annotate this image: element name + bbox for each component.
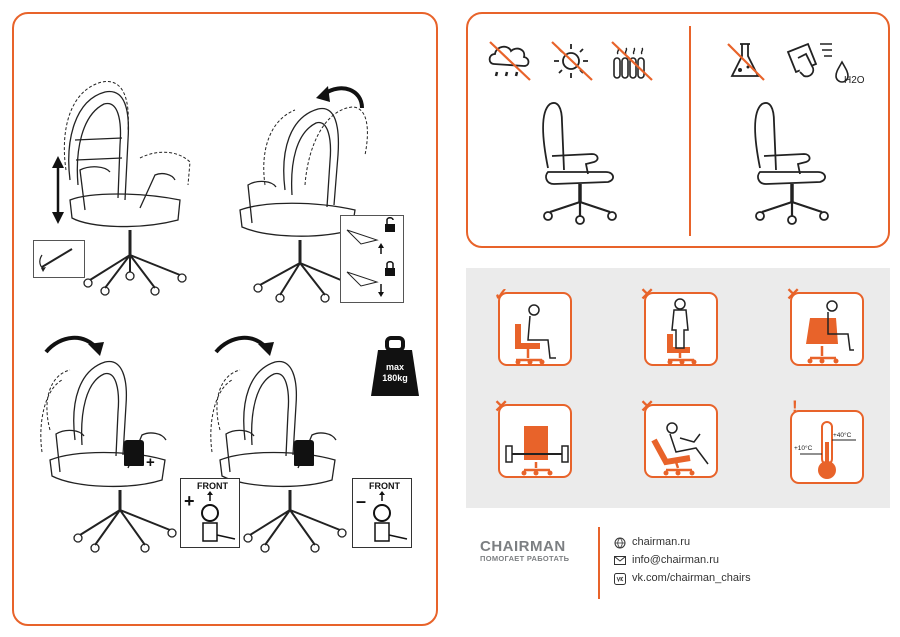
care-panel [466,12,890,248]
water-icon [835,60,849,83]
front-inset-minus: FRONT [352,478,412,548]
rotate-arrow-icon [316,86,364,109]
weight-small-icon [124,440,144,466]
care-chair-right [754,102,829,225]
unlock-icon [385,224,395,232]
usage-tile-temperature [790,410,864,484]
radiator-icon [611,41,653,81]
contact-email[interactable]: info@chairman.ru [614,552,719,568]
height-lever-inset [33,240,85,278]
plus-sign: + [184,491,195,511]
usage-tile-weights [498,404,572,478]
cloth-wipe-icon [786,42,832,78]
care-chair-left [542,102,617,225]
tension-decrease-diagram [210,335,347,553]
tension-increase-diagram [40,335,177,553]
weight-limit-label: max 180kg [382,362,408,383]
usage-tile-standing [644,292,718,366]
water-label: H2O [844,75,865,86]
vk-icon [614,572,626,585]
weight-small-icon-2 [294,440,314,466]
site-link[interactable]: chairman.ru [632,536,691,548]
envelope-icon [614,555,626,566]
height-adjust-diagram [52,81,191,296]
lock-icon [385,268,395,276]
temp-high-label: +40°C [833,432,852,439]
sun-icon [551,41,593,81]
usage-tile-correct-sitting [498,292,572,366]
rain-icon [488,41,531,81]
usage-tile-reclining [644,404,718,478]
contact-site[interactable]: chairman.ru [614,534,690,550]
lock-unlock-inset [340,215,404,303]
brand-name: CHAIRMAN [480,538,566,555]
warning-mark: ! [792,397,798,416]
vk-link[interactable]: vk.com/chairman_chairs [632,572,751,584]
mini-plus-sign: + [146,454,155,471]
contact-vk[interactable]: vk.com/chairman_chairs [614,570,751,586]
globe-icon [614,537,626,549]
brand-slogan: ПОМОГАЕТ РАБОТАТЬ [480,554,570,563]
email-link[interactable]: info@chairman.ru [632,554,719,566]
contact-divider [598,527,600,599]
tilt-lock-diagram [239,106,368,303]
minus-sign: – [356,491,367,511]
usage-tile-kneeling [790,292,864,366]
temp-low-label: +10°C [794,445,813,452]
chemicals-icon [727,43,765,81]
weight-limit-icon [371,336,419,396]
front-inset-plus: FRONT [180,478,240,548]
care-divider [689,26,691,236]
thermometer-icon [800,421,856,479]
